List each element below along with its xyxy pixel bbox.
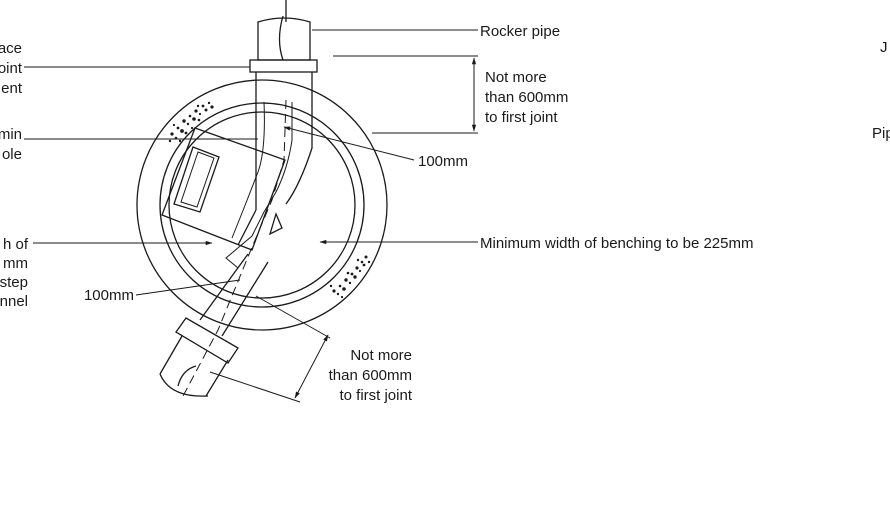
channel-inner-left: [231, 101, 265, 239]
not-more-bottom-line1: Not more: [350, 347, 412, 364]
pipe-top-body: [257, 17, 311, 61]
flow-arrow-marker: [268, 212, 283, 236]
out-pipe-lower-left: [159, 335, 183, 375]
inner-ring: [168, 111, 356, 299]
left-cut-3-line4: nnel: [0, 293, 28, 310]
not-more-bottom-line2: than 600mm: [329, 367, 412, 384]
out-pipe-collar: [175, 317, 239, 364]
left-cut-3-line3: step: [0, 274, 28, 291]
outgoing-pipe: [159, 253, 269, 397]
dim-bottom-arrow: [294, 334, 329, 399]
channel-inner-right: [225, 102, 293, 269]
channel: [181, 99, 293, 399]
out-pipe-upper-left: [199, 253, 249, 321]
channel-left-bend: [237, 209, 257, 246]
out-pipe-lower-right: [205, 359, 229, 397]
dim-100-right-leader: [283, 126, 415, 161]
rocker-pipe-top: [237, 0, 318, 246]
benching-label: Minimum width of benching to be 225mm: [480, 235, 753, 252]
left-cut-3-line1: h of: [3, 236, 29, 253]
aggregate-fill-top: [168, 101, 214, 143]
right-cut-1: J: [880, 39, 888, 56]
dimension-100-right: 100mm: [283, 126, 468, 170]
annotation-benching: Minimum width of benching to be 225mm: [319, 235, 753, 252]
not-more-top-line2: than 600mm: [485, 89, 568, 106]
aggregate-fill-bottom: [329, 255, 371, 299]
left-cut-2-line2: ole: [2, 146, 22, 163]
out-pipe-end-break: [177, 365, 197, 387]
not-more-top-line1: Not more: [485, 69, 547, 86]
pipe-top-collar: [249, 59, 318, 73]
cover-handle: [173, 146, 220, 213]
channel-centerline: [181, 99, 287, 399]
middle-ring: [159, 102, 365, 308]
dimension-not-more-bottom: Not more than 600mm to first joint: [209, 295, 413, 404]
left-cut-1-line3: ent: [1, 80, 23, 97]
access-cover: [161, 127, 286, 251]
pipe-top-centerbreak: [278, 15, 284, 61]
dim-100-left-label: 100mm: [84, 287, 134, 304]
annotation-left-1: ace oint ent: [0, 40, 250, 97]
right-cut-2: Pip: [872, 125, 890, 142]
left-cut-1-line2: oint: [0, 60, 23, 77]
dim-100-right-label: 100mm: [418, 153, 468, 170]
not-more-bottom-line3: to first joint: [339, 387, 412, 404]
left-cut-3-line2: mm: [3, 255, 28, 272]
annotation-rocker-pipe: Rocker pipe: [312, 23, 560, 40]
left-cut-1-line1: ace: [0, 40, 22, 57]
annotation-left-3: h of mm step nnel: [0, 236, 213, 310]
dim-100-left-leader: [135, 279, 241, 296]
cover-frame: [161, 127, 286, 251]
channel-right-wall: [285, 72, 313, 205]
dim-bottom-extension-2: [209, 371, 301, 403]
not-more-top-line3: to first joint: [485, 109, 558, 126]
out-pipe-upper-right: [221, 261, 269, 337]
left-cut-2-line1: min: [0, 126, 22, 143]
out-pipe-end: [159, 373, 209, 397]
rocker-pipe-label: Rocker pipe: [480, 23, 560, 40]
manhole-chamber: [136, 79, 388, 331]
cover-handle-inner: [180, 151, 215, 208]
outer-ring: [136, 79, 388, 331]
dimension-not-more-top: Not more than 600mm to first joint: [333, 55, 568, 134]
dim-bottom-extension-1: [255, 295, 331, 339]
annotation-left-2: min ole: [0, 126, 258, 163]
dimension-100-left: 100mm: [84, 279, 241, 304]
